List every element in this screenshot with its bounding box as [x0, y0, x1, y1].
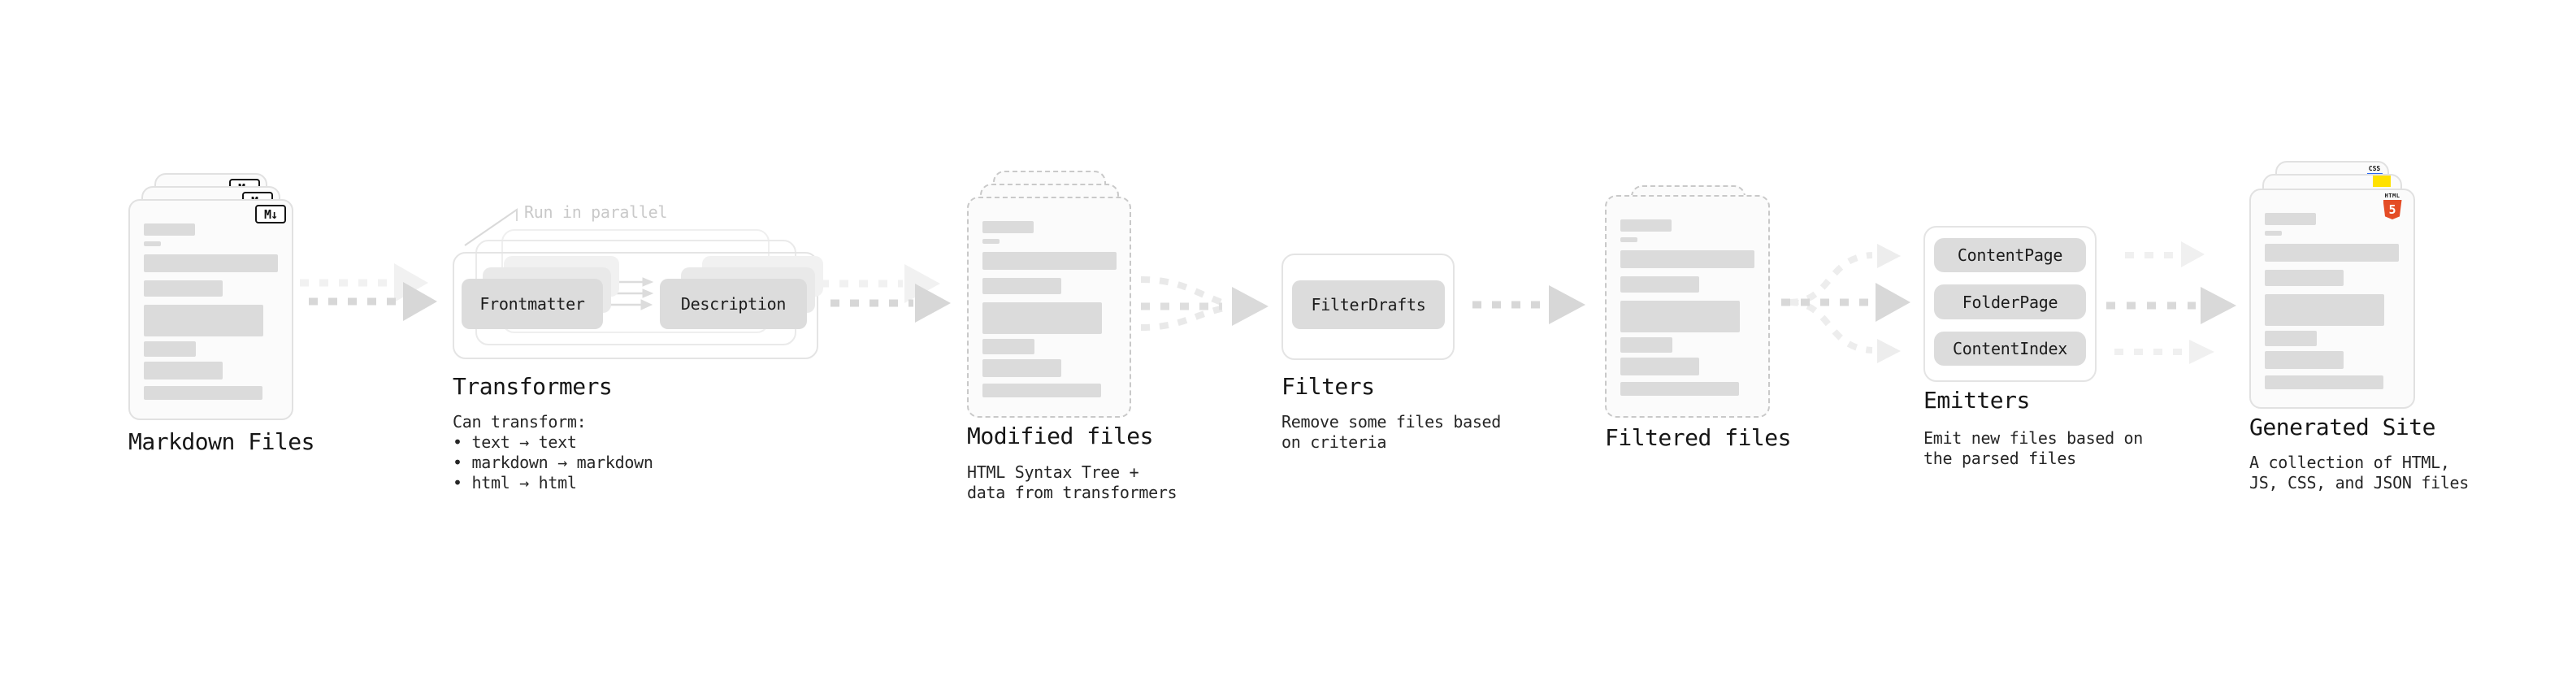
- stage-title-filters: Filters: [1281, 373, 1375, 400]
- stage-title-modified-files: Modified files: [967, 423, 1154, 449]
- content-bar: [2265, 270, 2344, 286]
- stage-title-markdown-files: Markdown Files: [128, 428, 315, 455]
- stage-desc-transformers: Can transform: • text → text • markdown …: [453, 412, 653, 492]
- markdown-icon: M↓: [255, 205, 286, 223]
- arrow-filters-to-filtered: [1472, 285, 1585, 324]
- content-bar: [982, 339, 1034, 354]
- arrow-modified-to-filters: [1140, 276, 1268, 331]
- content-bar: [1620, 250, 1754, 268]
- content-bar: [1620, 301, 1740, 332]
- content-bar: [1620, 237, 1637, 242]
- content-bar: [2265, 331, 2317, 346]
- filtered-file-card: [1605, 195, 1770, 418]
- contentindex-node: ContentIndex: [1934, 332, 2086, 366]
- content-bar: [982, 239, 1000, 244]
- content-bar: [982, 278, 1061, 294]
- content-bar: [2265, 294, 2384, 326]
- content-bar: [1620, 276, 1699, 293]
- content-bar: [982, 252, 1117, 270]
- content-bar: [144, 223, 195, 236]
- content-bar: [144, 280, 223, 297]
- html5-icon: HTML 5: [2383, 193, 2402, 219]
- stage-title-generated-site: Generated Site: [2249, 414, 2436, 440]
- content-bar: [144, 362, 223, 380]
- stage-desc-generated-site: A collection of HTML, JS, CSS, and JSON …: [2249, 453, 2470, 492]
- arrow-markdown-to-transformers: [309, 282, 437, 321]
- arrow-filtered-to-emitters: [1781, 244, 1910, 363]
- content-bar: [144, 305, 263, 336]
- stage-desc-filters: Remove some files based on criteria: [1281, 412, 1502, 452]
- content-bar: [2265, 351, 2344, 369]
- stage-title-transformers: Transformers: [453, 373, 613, 400]
- arrow-emitters-to-generated: [2106, 241, 2236, 364]
- filters-box: [1281, 254, 1455, 360]
- html5-icon-shield: 5: [2383, 200, 2402, 219]
- content-bar: [982, 221, 1034, 233]
- content-bar: [144, 254, 278, 272]
- content-bar: [1620, 358, 1699, 375]
- stage-title-emitters: Emitters: [1923, 387, 2030, 414]
- run-in-parallel-leader-line: [464, 208, 518, 246]
- modified-file-card: [967, 197, 1131, 418]
- description-node: Description: [660, 279, 807, 329]
- generated-file-card: HTML 5: [2249, 189, 2415, 409]
- markdown-file-card: M↓: [128, 199, 293, 420]
- content-bar: [982, 359, 1061, 377]
- emitters-box: [1923, 226, 2097, 382]
- content-bar: [1620, 337, 1672, 353]
- transformers-box: [453, 252, 818, 359]
- arrow-transformers-to-modified: [830, 284, 951, 323]
- content-bar: [1620, 219, 1672, 232]
- content-bar: [2265, 375, 2383, 389]
- content-bar: [144, 386, 262, 400]
- javascript-icon: [2373, 176, 2391, 187]
- stage-desc-emitters: Emit new files based on the parsed files: [1923, 428, 2144, 468]
- content-bar: [2265, 231, 2282, 236]
- content-bar: [982, 302, 1102, 334]
- arrow-transformers-to-modified-ghost: [820, 264, 940, 303]
- arrow-markdown-to-transformers-ghost: [300, 263, 428, 302]
- transformer-step-arrows: [610, 277, 654, 310]
- run-in-parallel-note: Run in parallel: [524, 202, 668, 222]
- folderpage-node: FolderPage: [1934, 284, 2086, 319]
- content-bar: [2265, 244, 2399, 262]
- content-bar: [2265, 213, 2316, 225]
- stage-desc-modified-files: HTML Syntax Tree + data from transformer…: [967, 462, 1177, 502]
- contentpage-node: ContentPage: [1934, 238, 2086, 272]
- frontmatter-node: Frontmatter: [462, 279, 603, 329]
- content-bar: [982, 384, 1101, 397]
- content-bar: [144, 241, 161, 246]
- stage-title-filtered-files: Filtered files: [1605, 424, 1792, 451]
- content-bar: [144, 341, 196, 357]
- content-bar: [1620, 382, 1739, 396]
- filterdrafts-node: FilterDrafts: [1292, 280, 1445, 329]
